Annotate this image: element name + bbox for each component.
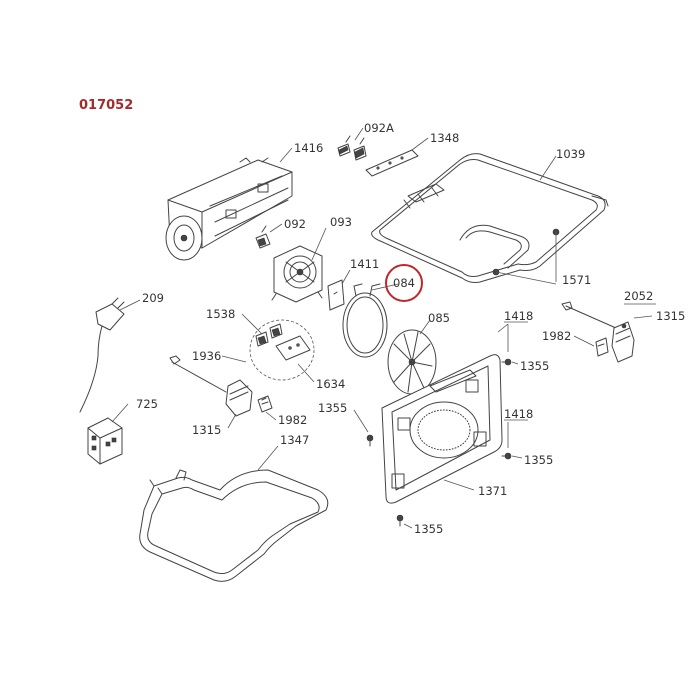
label-1355-b: 1355 bbox=[520, 359, 549, 373]
label-725: 725 bbox=[136, 397, 158, 411]
tangential-fan-1416[interactable] bbox=[165, 157, 293, 261]
label-1418-bottom: 1418 bbox=[504, 407, 533, 421]
label-084: 084 bbox=[393, 276, 415, 290]
label-1571: 1571 bbox=[562, 273, 591, 287]
bottom-element-1347[interactable] bbox=[139, 469, 329, 582]
fan-motor-093[interactable] bbox=[271, 245, 323, 303]
screw-1355-b[interactable] bbox=[501, 358, 512, 366]
fan-impeller-085[interactable] bbox=[387, 329, 437, 395]
label-092A: 092A bbox=[364, 121, 394, 135]
label-1355-d: 1355 bbox=[414, 522, 443, 536]
label-1538: 1538 bbox=[206, 307, 235, 321]
label-1371: 1371 bbox=[478, 484, 507, 498]
grill-element-1039[interactable] bbox=[371, 153, 609, 283]
back-panel-1371[interactable] bbox=[381, 354, 503, 504]
label-1416: 1416 bbox=[294, 141, 323, 155]
diagram-code: 017052 bbox=[79, 98, 133, 113]
screw-1355-a[interactable] bbox=[366, 434, 374, 447]
insulation-plate-1411[interactable] bbox=[327, 279, 345, 311]
thermostat-assembly-1538[interactable] bbox=[249, 319, 315, 381]
label-085: 085 bbox=[428, 311, 450, 325]
thermostat-092[interactable] bbox=[255, 225, 271, 249]
door-switch-1315-left[interactable] bbox=[169, 355, 253, 417]
label-092: 092 bbox=[284, 217, 306, 231]
screw-1355-d[interactable] bbox=[396, 514, 404, 527]
label-1634: 1634 bbox=[316, 377, 345, 391]
circular-heating-element-084[interactable] bbox=[342, 283, 388, 358]
label-2052: 2052 bbox=[624, 289, 653, 303]
label-1348: 1348 bbox=[430, 131, 459, 145]
label-1982-left: 1982 bbox=[278, 413, 307, 427]
terminal-block-1348[interactable] bbox=[365, 149, 419, 177]
label-1982-right: 1982 bbox=[542, 329, 571, 343]
lamp-holder-1982-left[interactable] bbox=[257, 395, 273, 413]
label-1315-left: 1315 bbox=[192, 423, 221, 437]
label-1347: 1347 bbox=[280, 433, 309, 447]
label-1355-a: 1355 bbox=[318, 401, 347, 415]
screw-1355-c[interactable] bbox=[501, 452, 512, 460]
thermostat-092A[interactable] bbox=[337, 135, 367, 161]
bracket-1634[interactable] bbox=[275, 335, 311, 361]
terminal-block-725[interactable] bbox=[87, 417, 123, 465]
label-209: 209 bbox=[142, 291, 164, 305]
label-1355-c: 1355 bbox=[524, 453, 553, 467]
label-1315-right: 1315 bbox=[656, 309, 685, 323]
label-1039: 1039 bbox=[556, 147, 585, 161]
label-1936: 1936 bbox=[192, 349, 221, 363]
label-093: 093 bbox=[330, 215, 352, 229]
lamp-holder-1982-right[interactable] bbox=[595, 337, 609, 357]
label-1411: 1411 bbox=[350, 257, 379, 271]
mains-cable-209[interactable] bbox=[79, 297, 125, 413]
door-switch-1315-right[interactable] bbox=[561, 301, 635, 363]
label-1418-top: 1418 bbox=[504, 309, 533, 323]
highlight-circle-084 bbox=[385, 264, 423, 302]
